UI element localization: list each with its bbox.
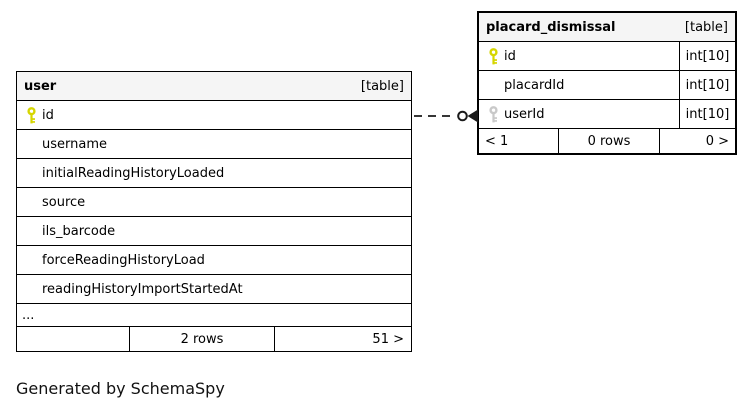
column-name: forceReadingHistoryLoad bbox=[42, 252, 205, 268]
column-row-id: id bbox=[17, 101, 411, 130]
truncated-columns-marker: ... bbox=[17, 304, 411, 327]
column-row-forceReadingHistoryLoad: forceReadingHistoryLoad bbox=[17, 246, 411, 275]
table-placard-dismissal-footer: < 1 0 rows 0 > bbox=[479, 129, 735, 153]
footer-cell-children-count: 0 > bbox=[659, 129, 735, 153]
key-icon-spacer bbox=[27, 281, 36, 298]
key-icon-spacer bbox=[27, 136, 36, 153]
column-name: id bbox=[42, 107, 54, 123]
primary-key-icon bbox=[27, 106, 36, 124]
column-type: int[10] bbox=[679, 100, 735, 128]
column-name: placardId bbox=[504, 77, 565, 93]
column-name: ils_barcode bbox=[42, 223, 116, 239]
table-user-header: user [table] bbox=[17, 72, 411, 101]
table-placard-dismissal-title[interactable]: placard_dismissal bbox=[486, 19, 616, 35]
foreign-key-icon bbox=[489, 105, 498, 123]
column-row-ils_barcode: ils_barcode bbox=[17, 217, 411, 246]
column-row-initialReadingHistoryLoaded: initialReadingHistoryLoaded bbox=[17, 159, 411, 188]
table-user[interactable]: user [table] id username initialReadingH… bbox=[16, 71, 412, 352]
table-placard-dismissal-header: placard_dismissal [table] bbox=[479, 13, 735, 42]
column-type: int[10] bbox=[679, 71, 735, 99]
footer-cell-parents-count: < 1 bbox=[485, 133, 509, 149]
column-row-source: source bbox=[17, 188, 411, 217]
footer-cell-row-count: 0 rows bbox=[558, 129, 659, 153]
open-circle-marker bbox=[457, 110, 468, 122]
primary-key-icon bbox=[489, 47, 498, 65]
column-name: initialReadingHistoryLoaded bbox=[42, 165, 225, 181]
table-placard-dismissal[interactable]: placard_dismissal [table] id int[10] pla… bbox=[477, 11, 737, 155]
key-icon-spacer bbox=[489, 77, 498, 94]
column-name: source bbox=[42, 194, 86, 210]
key-icon-spacer bbox=[27, 165, 36, 182]
column-row-id: id int[10] bbox=[479, 42, 735, 71]
column-type: int[10] bbox=[679, 42, 735, 70]
arrowhead-marker bbox=[467, 109, 478, 123]
column-name: username bbox=[42, 136, 107, 152]
column-row-placardId: placardId int[10] bbox=[479, 71, 735, 100]
column-name: userId bbox=[504, 106, 545, 122]
table-user-footer: 2 rows 51 > bbox=[17, 327, 411, 351]
footer-cell-children-count: 51 > bbox=[274, 327, 411, 351]
column-row-readingHistoryImportStartedAt: readingHistoryImportStartedAt bbox=[17, 275, 411, 304]
relationship-connector-user-id-to-userId bbox=[414, 109, 478, 123]
column-name: readingHistoryImportStartedAt bbox=[42, 281, 243, 297]
key-icon-spacer bbox=[27, 194, 36, 211]
footer-cell-left bbox=[17, 327, 129, 351]
column-row-userId: userId int[10] bbox=[479, 100, 735, 129]
footer-cell-row-count: 2 rows bbox=[129, 327, 274, 351]
column-row-username: username bbox=[17, 130, 411, 159]
key-icon-spacer bbox=[27, 223, 36, 240]
column-name: id bbox=[504, 48, 516, 64]
table-placard-dismissal-badge: [table] bbox=[684, 19, 728, 35]
key-icon-spacer bbox=[27, 252, 36, 269]
table-user-title[interactable]: user bbox=[24, 78, 57, 94]
generated-by-note: Generated by SchemaSpy bbox=[16, 379, 225, 398]
table-user-badge: [table] bbox=[360, 78, 404, 94]
